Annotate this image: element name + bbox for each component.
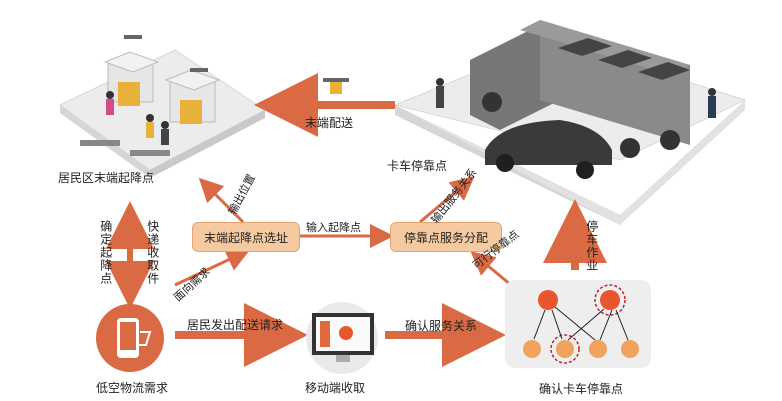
label-input-point: 输入起降点 — [306, 221, 361, 234]
label-parking-work: 停车作业 — [584, 220, 599, 272]
flow-arrows — [106, 73, 607, 367]
residential-area-illustration — [59, 35, 266, 178]
phone-cart-icon — [96, 304, 164, 372]
label-confirm-service: 确认服务关系 — [405, 319, 478, 333]
arrow-output-service — [419, 176, 475, 224]
arrow-output-location — [198, 177, 245, 224]
delivery-drone — [323, 78, 349, 94]
label-confirm-point: 确定起降点 — [98, 220, 113, 285]
label-express-pickup: 快递收取件 — [145, 220, 160, 285]
stop-assign-box: 停靠点服务分配 — [390, 222, 502, 252]
label-confirm-truck-stop: 确认卡车停靠点 — [539, 382, 624, 396]
label-mobile-receive: 移动端收取 — [305, 381, 366, 395]
truck-stop-illustration — [393, 20, 747, 225]
label-truck-stop: 卡车停靠点 — [387, 159, 448, 173]
monitor-icon — [306, 302, 378, 374]
label-last-mile: 末端配送 — [305, 116, 354, 130]
label-low-altitude-demand: 低空物流需求 — [96, 381, 169, 395]
stop-graph-panel — [505, 280, 651, 368]
arrow-face-demand — [174, 248, 251, 287]
label-residential: 居民区末端起降点 — [58, 171, 155, 185]
terminal-select-box: 末端起降点选址 — [192, 222, 300, 252]
label-resident-request: 居民发出配送请求 — [187, 318, 284, 332]
